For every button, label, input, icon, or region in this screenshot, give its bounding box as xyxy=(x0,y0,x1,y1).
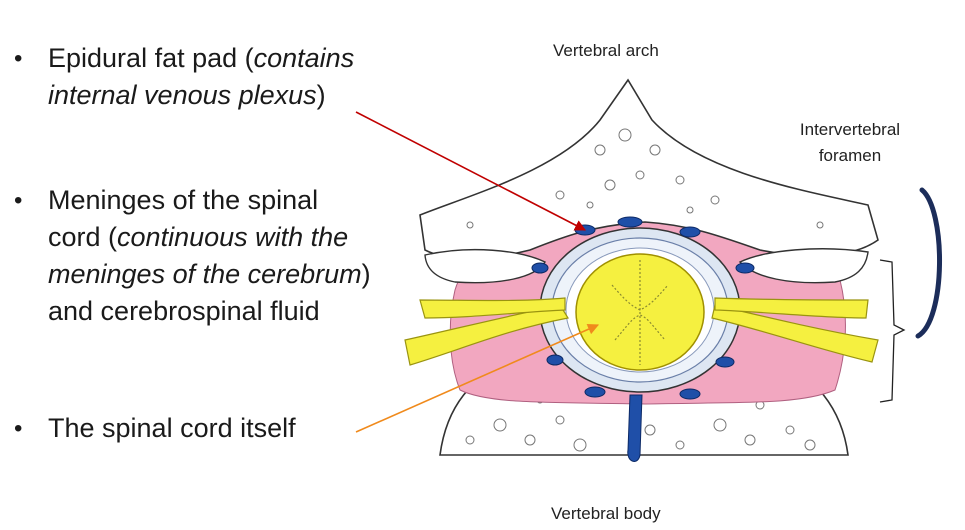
arrow-spinal-cord xyxy=(355,323,600,433)
bullet-text: The spinal cord itself xyxy=(48,413,296,443)
left-nerve-branch xyxy=(419,297,566,319)
right-spinal-nerve xyxy=(711,304,879,363)
bullet-list: • Epidural fat pad (contains internal ve… xyxy=(0,0,420,530)
right-articular-process xyxy=(738,248,869,284)
bullet-text: Epidural fat pad (contains internal veno… xyxy=(48,43,355,110)
right-nerve-branch xyxy=(714,297,869,319)
internal-venous-plexus xyxy=(531,216,755,462)
bullet-spinal-cord: • The spinal cord itself xyxy=(14,410,296,447)
vertebral-arch-trabeculae xyxy=(466,128,824,229)
spinal-cord-grey-matter xyxy=(611,260,669,365)
foramen-brace-curve xyxy=(915,187,942,339)
bullet-meninges: • Meninges of the spinal cord (continuou… xyxy=(14,182,371,330)
vertebral-arch-label: Vertebral arch xyxy=(553,41,659,60)
intervertebral-foramen-label: Intervertebral foramen xyxy=(799,120,901,165)
bullet-epidural-fat-pad: • Epidural fat pad (contains internal ve… xyxy=(14,40,354,114)
bullet-text: Meninges of the spinal cord (continuous … xyxy=(48,185,371,326)
vertebral-body-label: Vertebral body xyxy=(551,504,661,523)
foramen-square-bracket xyxy=(879,259,906,403)
left-spinal-nerve xyxy=(404,304,569,366)
bullet-marker: • xyxy=(14,187,23,214)
bullet-marker: • xyxy=(14,415,23,442)
left-articular-process xyxy=(424,249,547,284)
bullet-marker: • xyxy=(14,45,23,72)
arrow-epidural-fat-pad xyxy=(355,111,586,231)
